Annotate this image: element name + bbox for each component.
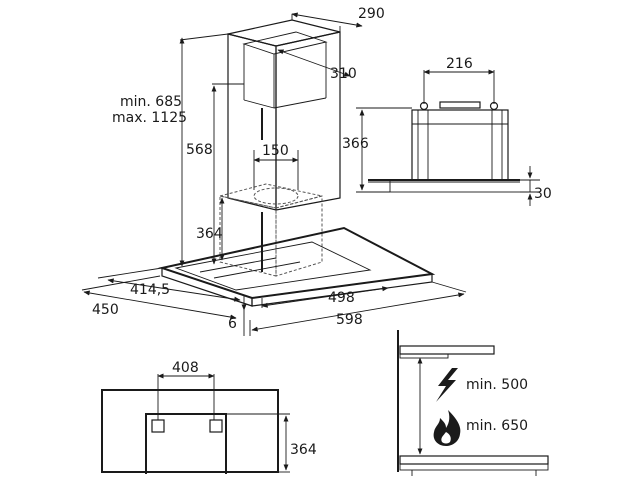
dim-364-main: 364	[196, 226, 223, 242]
dim-568: 568	[186, 142, 213, 158]
dim-366: 366	[342, 136, 369, 152]
dim-498: 498	[328, 290, 355, 306]
clearance-gas: min. 650	[466, 418, 528, 434]
lightning-bolt-icon	[436, 368, 458, 402]
flame-icon	[433, 410, 461, 446]
dim-364-bottom: 364	[290, 442, 317, 458]
dim-290: 290	[358, 6, 385, 22]
clearance-electric: min. 500	[466, 377, 528, 393]
dim-max1125: max. 1125	[112, 110, 187, 126]
main-hood-view: 290 310 min. 685 max. 1125 568 150 364 4…	[81, 6, 467, 336]
dim-6: 6	[228, 316, 237, 332]
dim-408: 408	[172, 360, 199, 376]
dim-min685: min. 685	[120, 94, 182, 110]
dim-30: 30	[534, 186, 552, 202]
chimney	[227, 19, 341, 211]
dim-598: 598	[336, 312, 363, 328]
motor-box	[219, 183, 323, 277]
dim-150: 150	[262, 143, 289, 159]
side-view: 216 366 30	[342, 56, 552, 206]
clearance-view: min. 500 min. 650	[397, 330, 549, 476]
wall-bracket-view: 408 364	[101, 360, 317, 474]
dim-414: 414,5	[130, 282, 170, 298]
dim-310: 310	[330, 66, 357, 82]
dim-216: 216	[446, 56, 473, 72]
dim-450: 450	[92, 302, 119, 318]
